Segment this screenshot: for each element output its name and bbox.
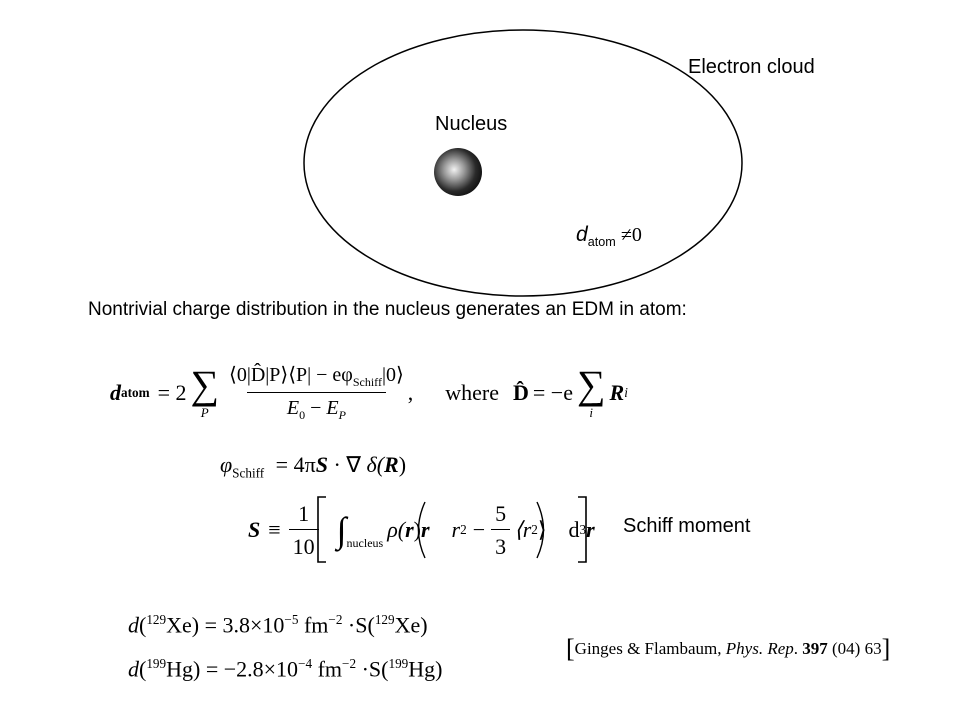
eq3-fraction: 1 10 <box>288 501 319 560</box>
sum-symbol: ∑ P <box>190 361 220 420</box>
datom-label: datom ≠0 <box>576 223 642 250</box>
eq1-fraction: ⟨0|D̂|P⟩⟨P| − eφSchiff|0⟩ E0 − EP <box>229 364 404 422</box>
xe-relation: d(129Xe) = 3.8×10−5 fm−2 ·S(129Xe) <box>128 612 428 638</box>
reference-citation: [Ginges & Flambaum, Phys. Rep. 397 (04) … <box>566 634 891 663</box>
hg-relation: d(199Hg) = −2.8×10−4 fm−2 ·S(199Hg) <box>128 656 443 682</box>
sum-symbol-2: ∑ i <box>576 361 606 420</box>
eq3-right-paren <box>536 501 545 559</box>
intro-text: Nontrivial charge distribution in the nu… <box>88 299 687 320</box>
eq3-fraction-2: 5 3 <box>491 501 511 560</box>
eq3-left-bracket <box>317 496 326 563</box>
eq3-right-bracket <box>578 496 587 563</box>
nucleus-label: Nucleus <box>435 113 508 135</box>
nucleus-sphere <box>434 148 482 196</box>
eq3-left-paren <box>417 501 426 559</box>
electron-cloud-ellipse <box>303 29 743 297</box>
equation-phi-schiff: φSchiff = 4πS · ∇ δ(R) <box>220 452 407 481</box>
schiff-moment-label: Schiff moment <box>623 515 751 537</box>
electron-cloud-label: Electron cloud <box>688 56 815 78</box>
